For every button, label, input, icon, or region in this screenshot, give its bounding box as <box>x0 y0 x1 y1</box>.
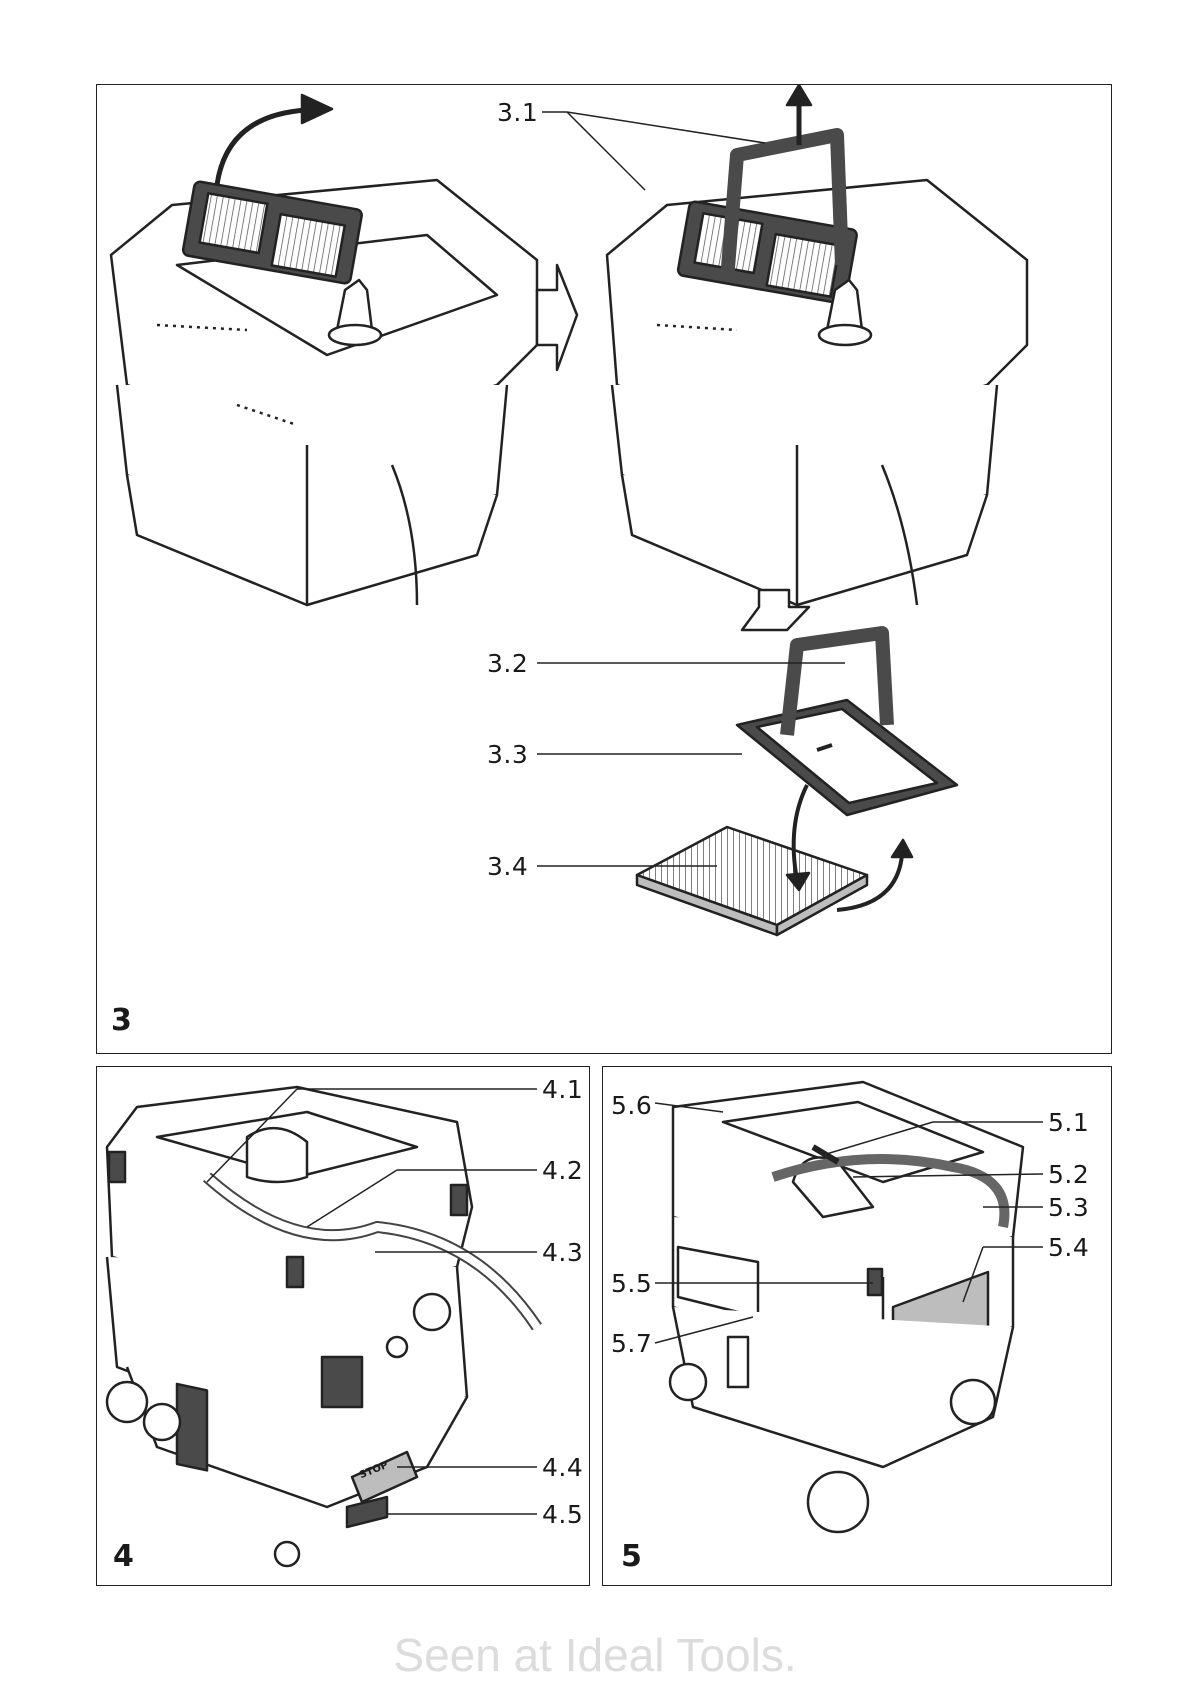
figure-4-panel: 4.1 4.2 4.3 4.4 4.5 STOP 4 <box>96 1066 590 1586</box>
callout-5-2: 5.2 <box>1048 1160 1089 1189</box>
figure-number: 5 <box>621 1539 642 1574</box>
callout-5-1: 5.1 <box>1048 1108 1089 1137</box>
vacuum-top-view-left <box>111 95 537 605</box>
callout-5-7: 5.7 <box>611 1329 652 1358</box>
callout-4-5: 4.5 <box>542 1500 583 1529</box>
watermark-footer: Seen at Ideal Tools. <box>0 1628 1190 1682</box>
callout-5-4: 5.4 <box>1048 1233 1089 1262</box>
figure-3-illustration <box>97 85 1113 1055</box>
figure-number: 3 <box>111 1003 132 1038</box>
callout-3-2: 3.2 <box>487 649 528 678</box>
callout-4-3: 4.3 <box>542 1238 583 1267</box>
figure-3-panel: 3.1 3.2 3.3 3.4 3 <box>96 84 1112 1054</box>
callout-4-1: 4.1 <box>542 1075 583 1104</box>
figure-number: 4 <box>113 1539 134 1574</box>
callout-5-5: 5.5 <box>611 1269 652 1298</box>
callout-4-4: 4.4 <box>542 1453 583 1482</box>
callout-3-3: 3.3 <box>487 740 528 769</box>
vacuum-top-view-right <box>607 85 1027 605</box>
callout-5-3: 5.3 <box>1048 1193 1089 1222</box>
figure-5-illustration <box>603 1067 1113 1587</box>
figure-5-panel: 5.6 5.1 5.2 5.3 5.4 5.5 5.7 5 <box>602 1066 1112 1586</box>
callout-5-6: 5.6 <box>611 1091 652 1120</box>
callout-4-2: 4.2 <box>542 1156 583 1185</box>
filter-lid-exploded <box>737 633 957 815</box>
callout-3-4: 3.4 <box>487 852 528 881</box>
callout-3-1: 3.1 <box>497 98 538 127</box>
figure-4-illustration <box>97 1067 591 1587</box>
step-arrow-right-icon <box>537 265 577 370</box>
